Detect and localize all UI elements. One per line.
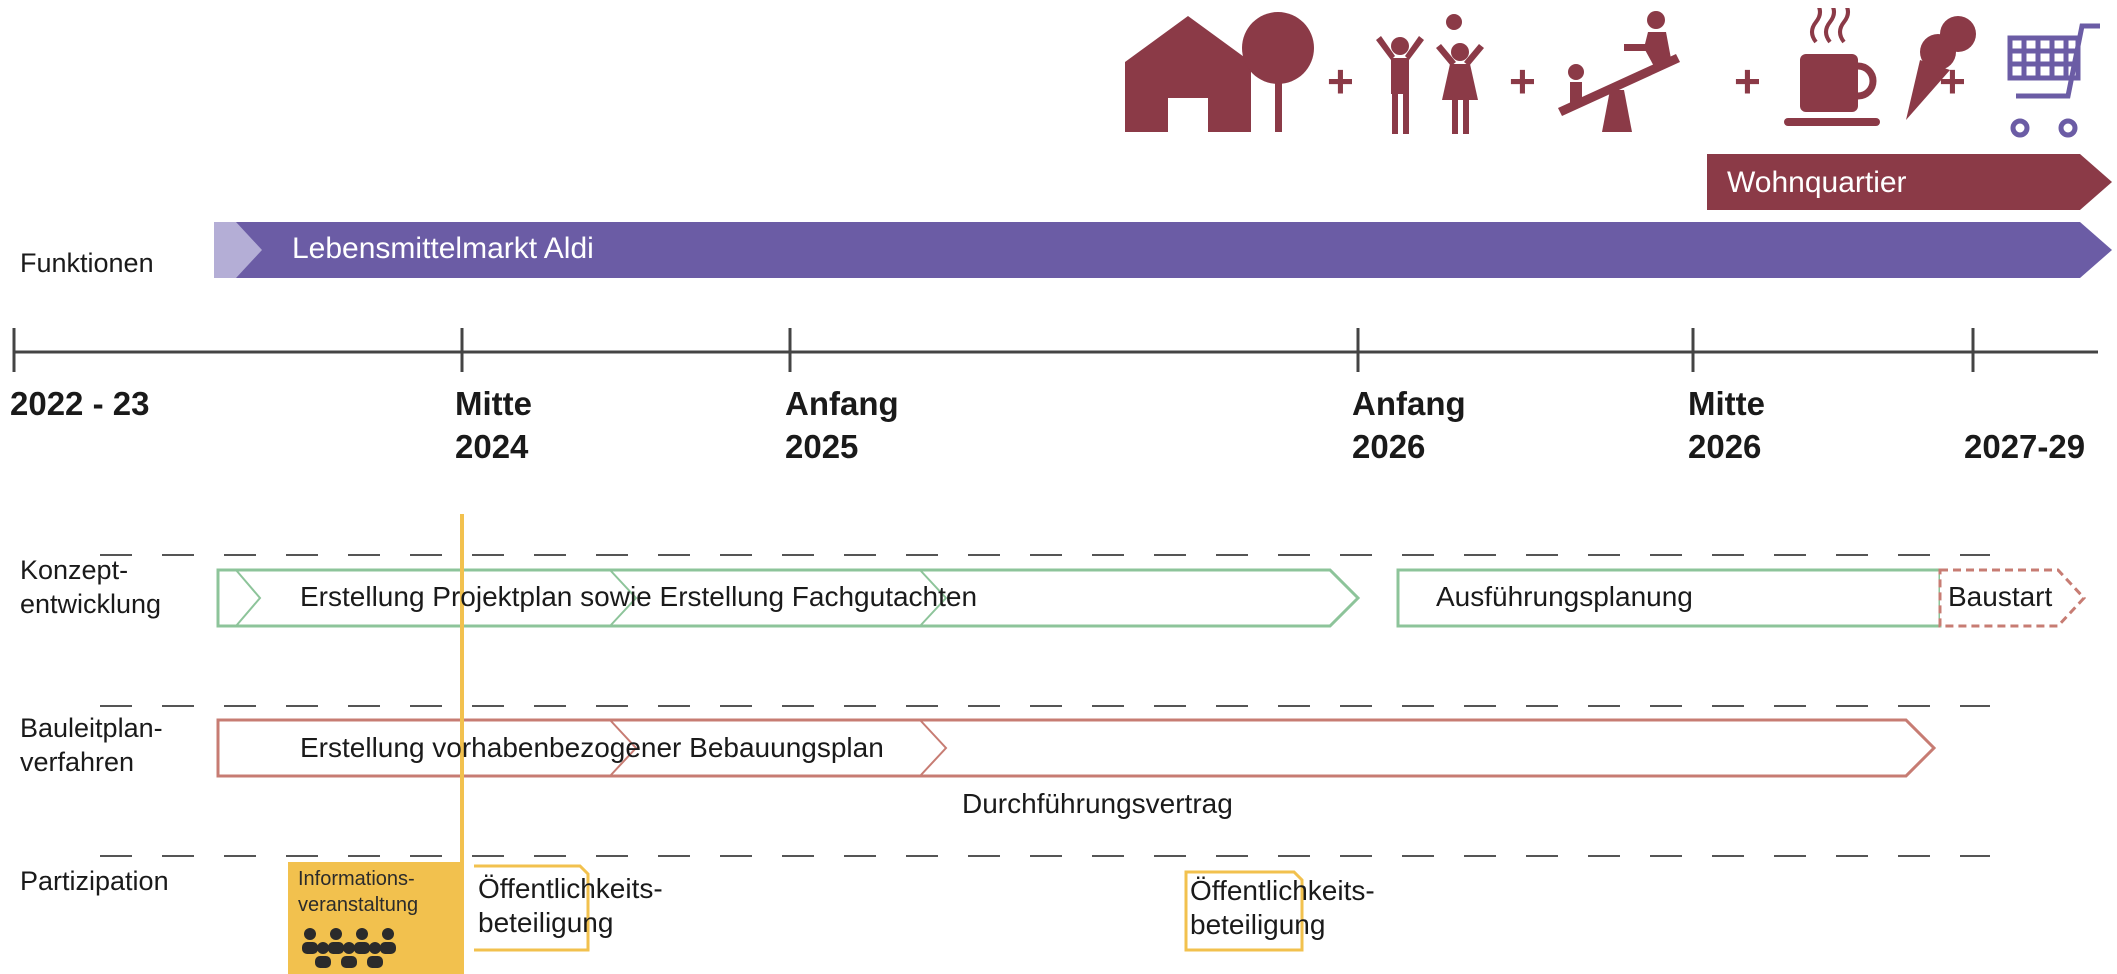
baustart-text: Baustart bbox=[1948, 581, 2053, 612]
shopping-cart-icon bbox=[2007, 23, 2100, 138]
tick-label-2027-29: 2027-29 bbox=[1964, 428, 2086, 465]
wohnquartier-label: Wohnquartier bbox=[1727, 166, 1907, 199]
aldi-bar-start-chevron bbox=[214, 222, 262, 278]
coffee-cup-icon bbox=[1784, 8, 1880, 126]
functions-bars bbox=[214, 154, 2112, 278]
projektplan-bar bbox=[216, 568, 1361, 628]
plus-sign: + bbox=[1327, 55, 1354, 107]
row-label-partizipation: Partizipation bbox=[20, 866, 169, 896]
seesaw-icon bbox=[1558, 11, 1680, 132]
bebauungsplan-text: Erstellung vorhabenbezogener Bebauungspl… bbox=[300, 732, 884, 763]
oeffentlichkeitsbeteiligung-1-text: Öffentlichkeits-beteiligung bbox=[478, 873, 663, 938]
process-rows bbox=[100, 514, 2087, 974]
plus-sign: + bbox=[1509, 55, 1536, 107]
bebauungsplan-bar bbox=[216, 718, 1937, 778]
oeffentlichkeitsbeteiligung-2-text: Öffentlichkeits-beteiligung bbox=[1190, 875, 1375, 940]
wohnquartier-bar bbox=[1707, 154, 2112, 210]
oeffentlichkeit-bracket-1 bbox=[474, 864, 590, 952]
function-icons bbox=[1125, 8, 2100, 138]
ausfuehrungsplanung-text: Ausführungsplanung bbox=[1436, 581, 1693, 612]
people-group-icon bbox=[302, 928, 396, 968]
children-icon bbox=[1376, 14, 1484, 134]
ice-cream-icon bbox=[1906, 16, 1976, 120]
oeffentlichkeit-bracket-2 bbox=[1184, 870, 1304, 952]
tree-icon bbox=[1242, 12, 1314, 132]
timeline-axis bbox=[12, 328, 2098, 372]
row-label-bauleitplanverfahren: Bauleitplan-verfahren bbox=[20, 713, 163, 777]
informationsveranstaltung-box bbox=[288, 862, 462, 974]
house-icon bbox=[1125, 16, 1251, 132]
plus-sign: + bbox=[1734, 55, 1761, 107]
row-label-konzeptentwicklung: Konzept-entwicklung bbox=[20, 555, 162, 619]
tick-label-2022: 2022 - 23 bbox=[10, 385, 150, 422]
baustart-bar bbox=[1938, 568, 2087, 628]
projektplan-text: Erstellung Projektplan sowie Erstellung … bbox=[300, 581, 978, 612]
aldi-bar bbox=[214, 222, 2112, 278]
informationsveranstaltung-text: Informations-veranstaltung bbox=[298, 868, 419, 916]
durchfuehrungsvertrag-text: Durchführungsvertrag bbox=[962, 788, 1233, 819]
row-label-funktionen: Funktionen bbox=[20, 248, 154, 278]
aldi-label: Lebensmittelmarkt Aldi bbox=[292, 232, 594, 265]
plus-sign: + bbox=[1939, 55, 1966, 107]
